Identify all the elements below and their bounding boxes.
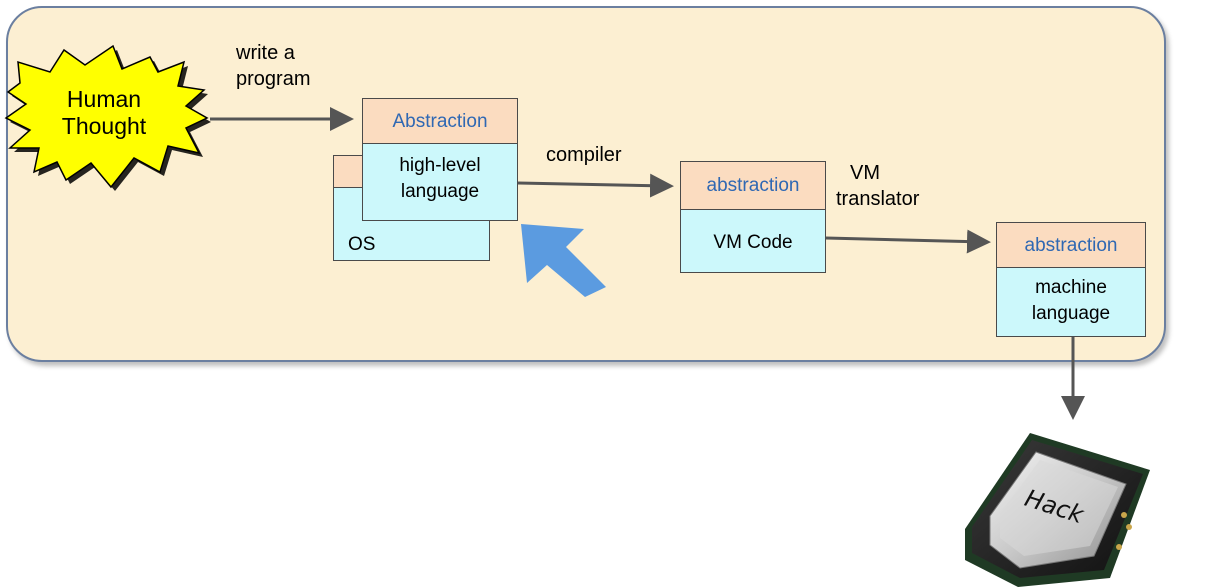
os-label: OS — [348, 234, 376, 255]
ml-box-header: abstraction — [997, 223, 1145, 268]
write-program-line1: write a — [236, 42, 295, 64]
ml-body-line2: language — [1031, 303, 1111, 324]
human-thought-line1: Human — [66, 86, 142, 112]
high-level-language-box: Abstraction high-level language — [362, 98, 518, 221]
vm-box-body: VM Code — [713, 232, 793, 253]
write-program-line2: program — [236, 68, 311, 90]
ml-body-line1: machine — [1035, 277, 1107, 298]
human-thought-label: Human Thought — [38, 86, 170, 140]
vm-translator-arrow — [825, 229, 991, 254]
vm-box-header: abstraction — [681, 162, 825, 210]
hll-box-header: Abstraction — [363, 99, 517, 144]
hll-body-line2: language — [400, 181, 480, 202]
hll-box-body: high-level language — [363, 144, 517, 205]
machine-language-box: abstraction machine language — [996, 222, 1146, 337]
write-program-label: write a program — [236, 40, 310, 92]
pointer-arrow — [521, 224, 606, 297]
vm-translator-line1: VM — [850, 162, 880, 184]
compiler-label: compiler — [546, 144, 622, 166]
ml-box-body: machine language — [997, 268, 1145, 327]
human-thought-line2: Thought — [61, 113, 147, 139]
compiler-arrow — [517, 173, 674, 198]
vm-translator-label: VM translator — [836, 160, 919, 212]
vm-translator-line2: translator — [836, 188, 920, 210]
hll-body-line1: high-level — [399, 155, 481, 176]
vm-code-box: abstraction VM Code — [680, 161, 826, 273]
